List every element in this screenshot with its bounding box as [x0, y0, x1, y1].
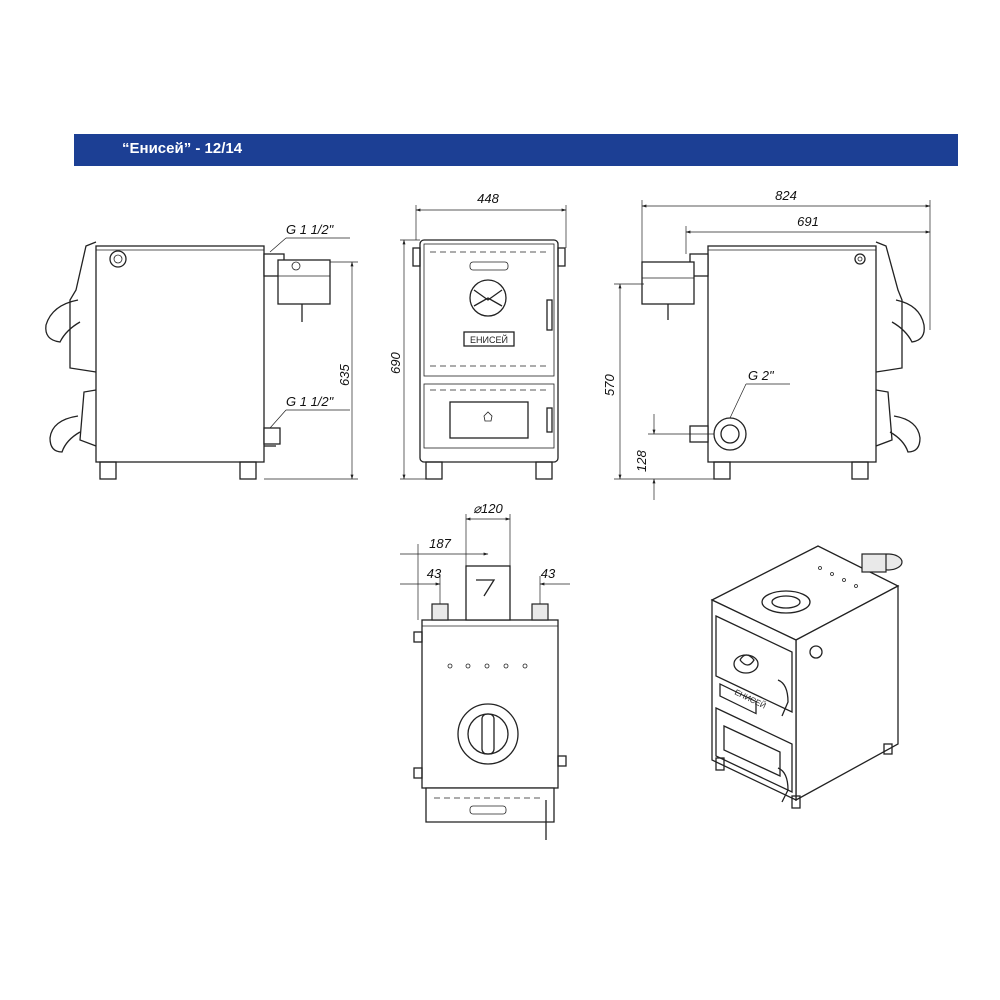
thread-bottom-label: G 1 1/2" [286, 394, 335, 409]
dim-height-total: 690 [388, 352, 403, 374]
dim-height-inlet: 128 [634, 450, 649, 472]
dim-width-front: 448 [477, 191, 499, 206]
isometric-view [710, 545, 903, 809]
title-bar: “Енисей” - 12/14 [74, 134, 958, 166]
brand-plate-front: ЕНИСЕЙ [470, 334, 508, 345]
dim-pipe-left: 43 [427, 566, 442, 581]
dim-flue-offset: 187 [429, 536, 451, 551]
dim-depth-body: 691 [797, 214, 819, 229]
right-side-view [614, 200, 931, 500]
dim-height-side: 635 [337, 364, 352, 386]
dim-height-outlet: 570 [602, 374, 617, 396]
dim-pipe-right: 43 [541, 566, 556, 581]
front-view: ЕНИСЕЙ [400, 205, 567, 480]
drawing-title: “Енисей” - 12/14 [122, 140, 243, 157]
thread-top-label: G 1 1/2" [286, 222, 335, 237]
thread-side-label: G 2" [748, 368, 775, 383]
top-view [400, 514, 570, 840]
dim-flue-diameter: ⌀120 [473, 501, 503, 516]
dim-depth-total: 824 [775, 188, 797, 203]
left-side-view [45, 237, 358, 480]
